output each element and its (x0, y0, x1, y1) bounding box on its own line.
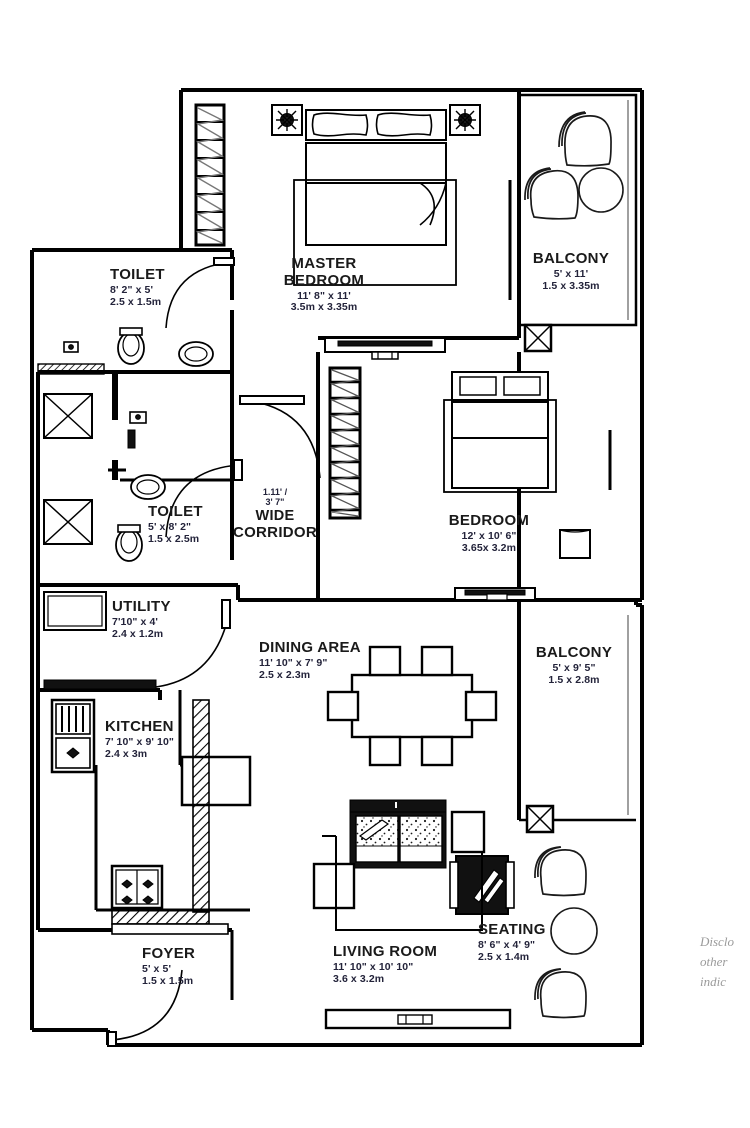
corridor-dim-1: 1.11' / (262, 487, 288, 497)
room-label-seating: SEATING 8' 6" x 4' 9" 2.5 x 1.4m (478, 921, 546, 963)
room-label-living-room: LIVING ROOM 11' 10" x 10' 10" 3.6 x 3.2m (333, 943, 437, 985)
room-name: SEATING (478, 921, 546, 938)
room-dim-ft: 12' x 10' 6" (461, 529, 517, 542)
room-dim-m: 2.5 x 1.5m (110, 295, 162, 308)
room-dim-ft: 11' 10" x 10' 10" (333, 960, 414, 973)
disclaimer-line-2: other (700, 954, 728, 970)
room-name: KITCHEN (105, 718, 174, 735)
room-name: UTILITY (112, 598, 171, 615)
room-name-2: BEDROOM (283, 271, 365, 289)
room-name: LIVING ROOM (333, 943, 438, 960)
disclaimer-text: Disclo other indic (700, 932, 750, 992)
room-dim-m: 1.5 x 1.5m (142, 974, 194, 987)
room-name: DINING AREA (259, 639, 361, 656)
room-dim-m: 1.5 x 3.35m (542, 279, 600, 292)
room-dim-m: 2.5 x 1.4m (478, 950, 530, 963)
disclaimer-line-3: indic (700, 974, 726, 990)
room-dim-m: 2.5 x 2.3m (259, 668, 311, 681)
room-name: FOYER (142, 945, 196, 962)
room-label-dining-area: DINING AREA 11' 10" x 7' 9" 2.5 x 2.3m (259, 639, 361, 681)
room-dim-m: 2.4 x 1.2m (112, 627, 164, 640)
room-dim-ft: 7' 10" x 9' 10" (105, 735, 174, 748)
room-label-utility: UTILITY 7'10" x 4' 2.4 x 1.2m (112, 598, 171, 640)
room-name: WIDE (255, 508, 295, 525)
room-label-foyer: FOYER 5' x 5' 1.5 x 1.5m (142, 945, 195, 987)
room-dim-ft: 5' x 9' 5" (552, 661, 596, 674)
room-dim-ft: 8' 6" x 4' 9" (478, 938, 536, 951)
room-dim-m: 3.65x 3.2m (461, 541, 517, 554)
room-label-kitchen: KITCHEN 7' 10" x 9' 10" 2.4 x 3m (105, 718, 174, 760)
room-label-balcony-2: BALCONY 5' x 9' 5" 1.5 x 2.8m (514, 644, 634, 686)
room-dim-m: 2.4 x 3m (105, 747, 148, 760)
room-label-toilet-1: TOILET 8' 2" x 5' 2.5 x 1.5m (110, 266, 165, 308)
room-dim-ft: 7'10" x 4' (112, 615, 159, 628)
room-dim-ft: 5' x 11' (553, 267, 589, 280)
disclaimer-line-1: Disclo (700, 934, 734, 949)
room-name: BEDROOM (448, 512, 530, 529)
room-label-balcony-1: BALCONY 5' x 11' 1.5 x 3.35m (511, 250, 631, 292)
room-label-master-bedroom: MASTER BEDROOM 11' 8" x 11' 3.5m x 3.35m (264, 255, 384, 314)
room-name: TOILET (110, 266, 165, 283)
room-label-toilet-2: TOILET 5' x 8' 2" 1.5 x 2.5m (148, 503, 203, 545)
room-dim-ft: 5' x 5' (142, 962, 172, 975)
room-label-bedroom-2: BEDROOM 12' x 10' 6" 3.65x 3.2m (429, 512, 549, 554)
room-dim-ft: 5' x 8' 2" (148, 520, 192, 533)
room-dim-ft: 8' 2" x 5' (110, 283, 154, 296)
corridor-dim-2: 3' 7" (265, 497, 285, 508)
room-name: TOILET (148, 503, 203, 520)
room-dim-m: 1.5 x 2.5m (148, 532, 200, 545)
room-dim-m: 3.6 x 3.2m (333, 972, 385, 985)
room-dim-ft: 11' 8" x 11' (297, 289, 351, 302)
room-dim-ft: 11' 10" x 7' 9" (259, 656, 328, 669)
room-name: MASTER (291, 255, 357, 272)
room-dim-m: 1.5 x 2.8m (548, 673, 600, 686)
room-dim-m: 3.5m x 3.35m (290, 301, 358, 314)
room-name-2: CORRIDOR (232, 524, 318, 542)
room-label-wide-corridor: 1.11' / 3' 7" WIDE CORRIDOR (225, 487, 325, 542)
room-name: BALCONY (532, 250, 610, 267)
room-name: BALCONY (535, 644, 613, 661)
